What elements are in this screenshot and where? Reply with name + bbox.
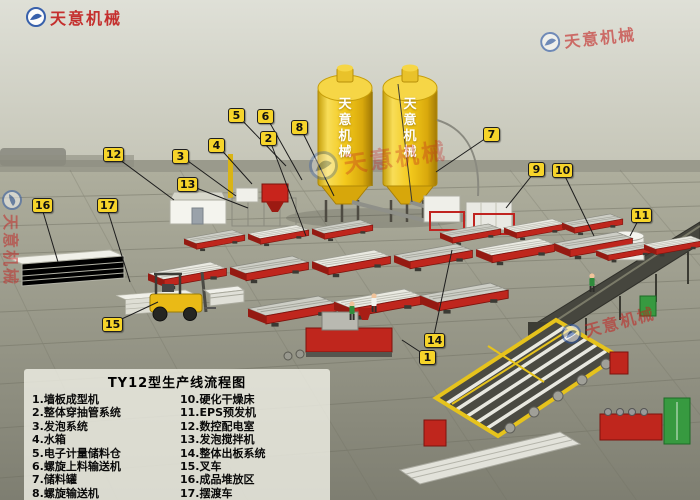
legend-item: 6.螺旋上料输送机 (32, 460, 121, 474)
right-machine (599, 295, 691, 445)
legend-item: 4.水箱 (32, 433, 66, 447)
callout-1: 1 (419, 350, 436, 365)
water-tank (235, 187, 259, 203)
foaming-mixer (261, 183, 289, 203)
silo-left (317, 64, 373, 222)
foaming-platform (228, 154, 297, 227)
legend-item: 13.发泡搅拌机 (180, 433, 255, 447)
callout-4: 4 (208, 138, 225, 153)
green-control-box (639, 295, 657, 317)
legend-item: 15.叉车 (180, 460, 222, 474)
callout-3: 3 (172, 149, 189, 164)
legend-item: 3.发泡系统 (32, 419, 88, 433)
power-distribution-room (169, 191, 227, 225)
legend-item: 11.EPS预发机 (180, 406, 256, 420)
silo-left-label: 天意机械 (338, 97, 352, 160)
exit-rollers (504, 358, 612, 434)
board-out-machine (398, 317, 629, 485)
legend-panel: TY12型生产线流程图 1.墙板成型机 2.整体穿抽管系统 3.发泡系统 4.水… (24, 369, 330, 500)
callout-5: 5 (228, 108, 245, 123)
forklift (149, 271, 246, 322)
legend-item: 17.摆渡车 (180, 486, 233, 500)
callout-2: 2 (260, 131, 277, 146)
forming-machine (283, 308, 393, 361)
legend-item: 2.整体穿抽管系统 (32, 406, 121, 420)
callout-14: 14 (424, 333, 446, 348)
callout-10: 10 (552, 163, 574, 178)
worker-white (371, 293, 377, 312)
worker-green (349, 301, 355, 320)
legend-column-right: 10.硬化干燥床 11.EPS预发机 12.数控配电室 13.发泡搅拌机 14.… (180, 393, 322, 500)
callout-9: 9 (528, 162, 545, 177)
callout-12: 12 (103, 147, 125, 162)
legend-item: 5.电子计量储料仓 (32, 446, 121, 460)
legend-column-left: 1.墙板成型机 2.整体穿抽管系统 3.发泡系统 4.水箱 5.电子计量储料仓 … (32, 393, 174, 500)
silo-right-label: 天意机械 (403, 97, 417, 160)
legend-item: 14.整体出板系统 (180, 446, 266, 460)
worker-green-2 (589, 273, 595, 292)
callout-17: 17 (97, 198, 119, 213)
legend-item: 1.墙板成型机 (32, 393, 99, 406)
callout-8: 8 (291, 120, 308, 135)
legend-item: 16.成品堆放区 (180, 473, 255, 487)
legend-item: 10.硬化干燥床 (180, 393, 255, 406)
callout-11: 11 (631, 208, 653, 223)
output-pipes (398, 431, 582, 485)
storage-silos (317, 64, 480, 226)
callout-6: 6 (257, 109, 274, 124)
silo-right (382, 64, 438, 222)
page-title: TY12型生产线流程图 (107, 376, 247, 391)
callout-15: 15 (102, 317, 124, 332)
legend-item: 8.螺旋输送机 (32, 486, 99, 500)
legend-item: 7.储料罐 (32, 473, 77, 487)
legend-item: 12.数控配电室 (180, 419, 255, 433)
callout-16: 16 (32, 198, 54, 213)
callout-13: 13 (177, 177, 199, 192)
callout-7: 7 (483, 127, 500, 142)
